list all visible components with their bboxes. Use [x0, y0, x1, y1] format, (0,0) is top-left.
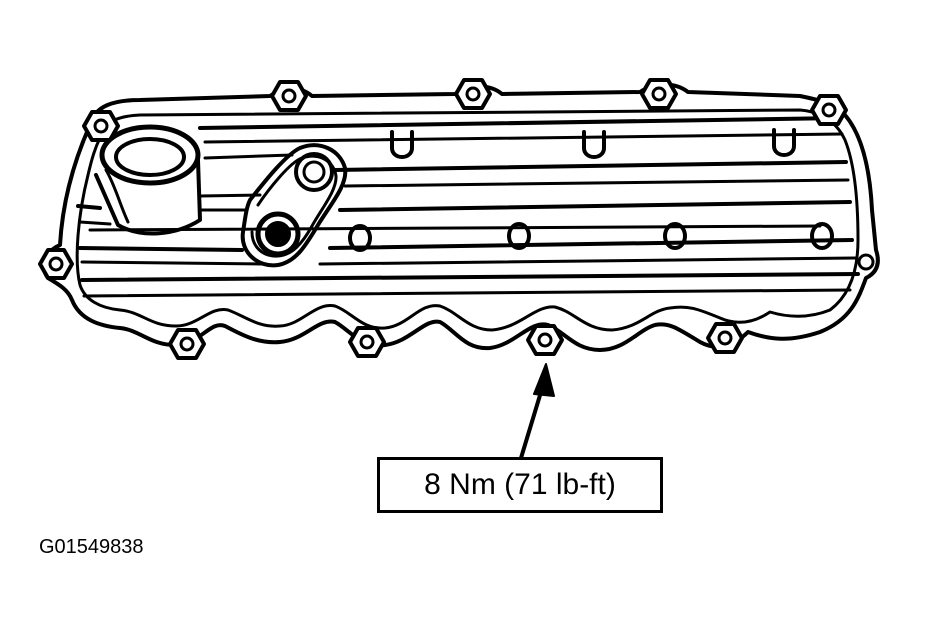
breather-plate [240, 143, 348, 268]
rib-line [198, 193, 262, 198]
cover-bolt [38, 248, 74, 280]
torque-spec-label: 8 Nm (71 lb-ft) [424, 468, 616, 501]
cover-outer-outline [42, 82, 880, 352]
oil-filler-neck [94, 124, 202, 236]
rib-line [328, 238, 854, 250]
leader-arrowhead [533, 363, 555, 397]
rib-line [80, 260, 264, 266]
cover-bolt [82, 110, 120, 142]
rib-line [333, 160, 848, 172]
rib-line [78, 220, 112, 226]
rib-line [318, 256, 857, 266]
bolt-boss [663, 222, 687, 250]
cover-bolt [454, 78, 492, 110]
stud-boss [582, 130, 606, 159]
rib-line [82, 288, 852, 298]
cover-bolt [270, 80, 308, 112]
cover-bolt [640, 78, 678, 110]
cover-bolt [526, 324, 564, 356]
torque-callout: 8 Nm (71 lb-ft) [377, 457, 663, 513]
rib-line [203, 132, 844, 144]
cover-inner-outline [75, 108, 860, 332]
rib-line [76, 204, 102, 210]
rib-line [80, 272, 860, 282]
stud-boss [772, 128, 796, 157]
rib-line [343, 178, 850, 188]
rib-line [203, 153, 294, 160]
cover-bolt [168, 328, 206, 360]
rib-line [88, 224, 822, 232]
cover-bolt [706, 322, 744, 354]
cover-bolt-hole [857, 253, 875, 271]
rib-line [338, 200, 852, 212]
figure-id: G01549838 [39, 536, 144, 558]
rib-line [198, 116, 842, 130]
bolt-boss [348, 224, 372, 252]
bolt-boss [810, 222, 834, 250]
stud-boss [390, 130, 414, 159]
bolt-boss [507, 222, 531, 250]
rib-line [78, 246, 244, 252]
cover-bolt [810, 94, 848, 126]
cover-bolt [348, 326, 386, 358]
